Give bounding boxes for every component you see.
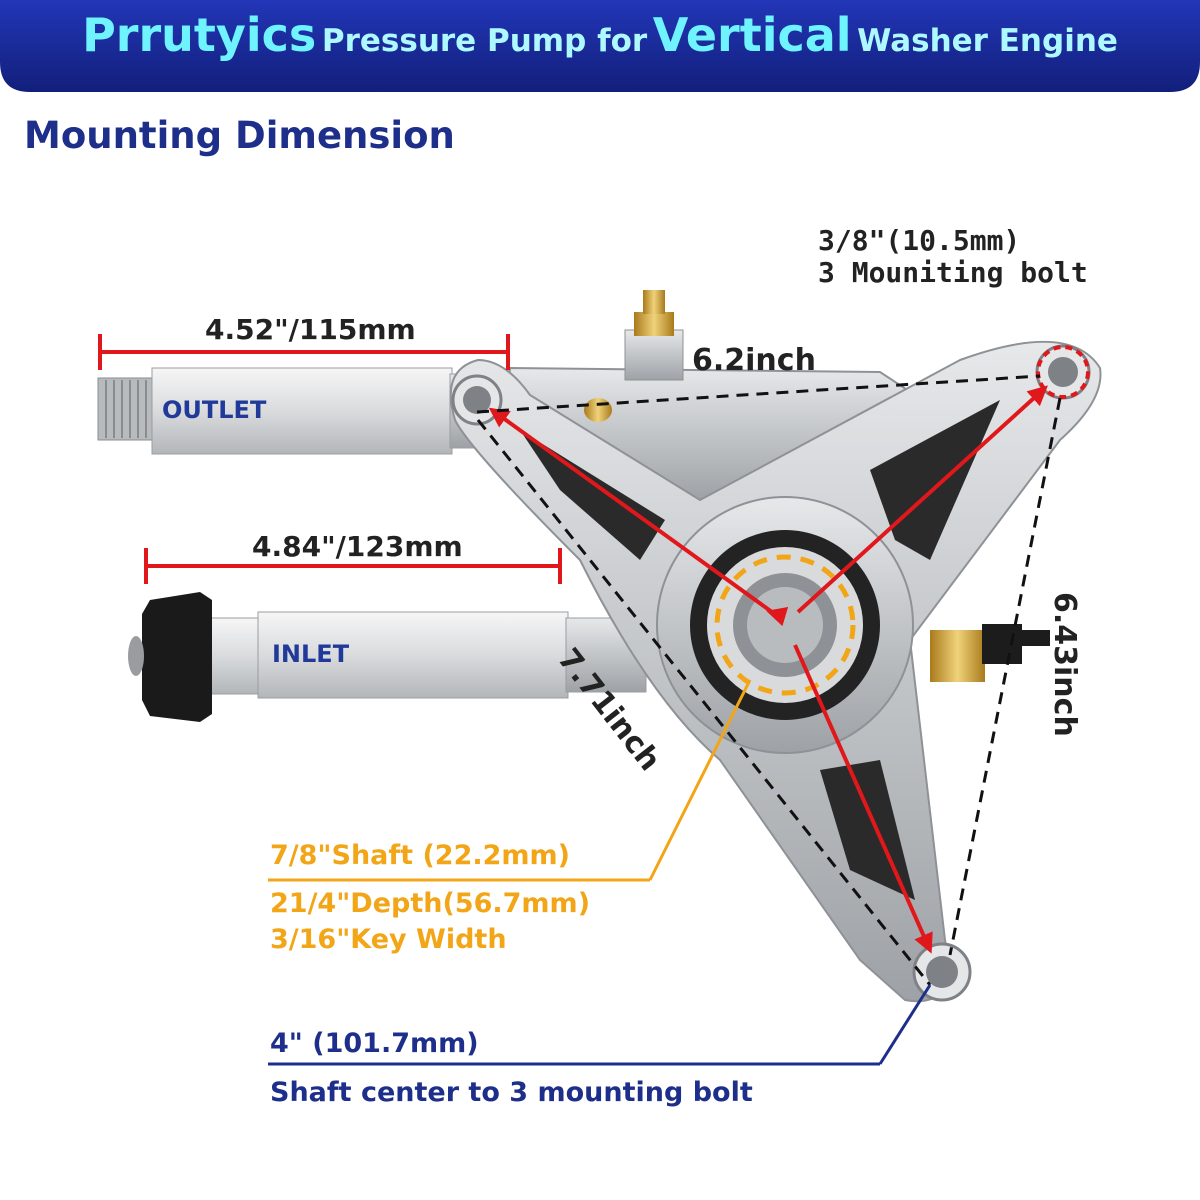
title-text-1: Pressure Pump for xyxy=(321,23,648,59)
brand-name: Prrutyics xyxy=(82,8,317,62)
shaft-depth-label: 21/4"Depth(56.7mm) xyxy=(270,888,591,919)
key-width-label: 3/16"Key Width xyxy=(270,924,507,955)
outlet-length-label: 4.52"/115mm xyxy=(205,313,416,346)
arrow-to-outlet-bolt xyxy=(488,407,774,614)
right-bolt-spacing-label: 6.43inch xyxy=(1047,592,1082,737)
shaft-diameter-label: 7/8"Shaft (22.2mm) xyxy=(270,840,571,871)
center-callout-line xyxy=(268,984,932,1066)
outlet-label: OUTLET xyxy=(162,396,267,424)
arrow-to-bottom-bolt xyxy=(793,644,933,954)
outlet-pipe xyxy=(97,367,511,455)
banner-shape xyxy=(0,0,1200,92)
side-fitting xyxy=(930,624,1050,682)
top-bolt-spacing-label: 6.2inch xyxy=(692,343,816,378)
inlet-label: INLET xyxy=(272,640,350,668)
center-to-bolt-desc: Shaft center to 3 mounting bolt xyxy=(270,1077,753,1108)
arrow-to-right-bolt xyxy=(796,385,1048,614)
title-highlight: Vertical xyxy=(652,8,852,62)
bolt-count-label: 3 Mouniting bolt xyxy=(818,256,1088,289)
shaft-callout-line xyxy=(268,679,752,882)
page-title: Prrutyics Pressure Pump for Vertical Was… xyxy=(0,8,1200,62)
inlet-length-label: 4.84"/123mm xyxy=(252,530,463,563)
center-to-bolt-label: 4" (101.7mm) xyxy=(270,1028,479,1059)
title-banner: Prrutyics Pressure Pump for Vertical Was… xyxy=(0,0,1200,100)
title-text-2: Washer Engine xyxy=(857,23,1118,59)
bolt-spacing-lines xyxy=(476,374,1062,986)
bolt-size-label: 3/8"(10.5mm) xyxy=(818,224,1021,257)
section-subtitle: Mounting Dimension xyxy=(24,114,455,157)
dimension-lines xyxy=(98,334,562,584)
